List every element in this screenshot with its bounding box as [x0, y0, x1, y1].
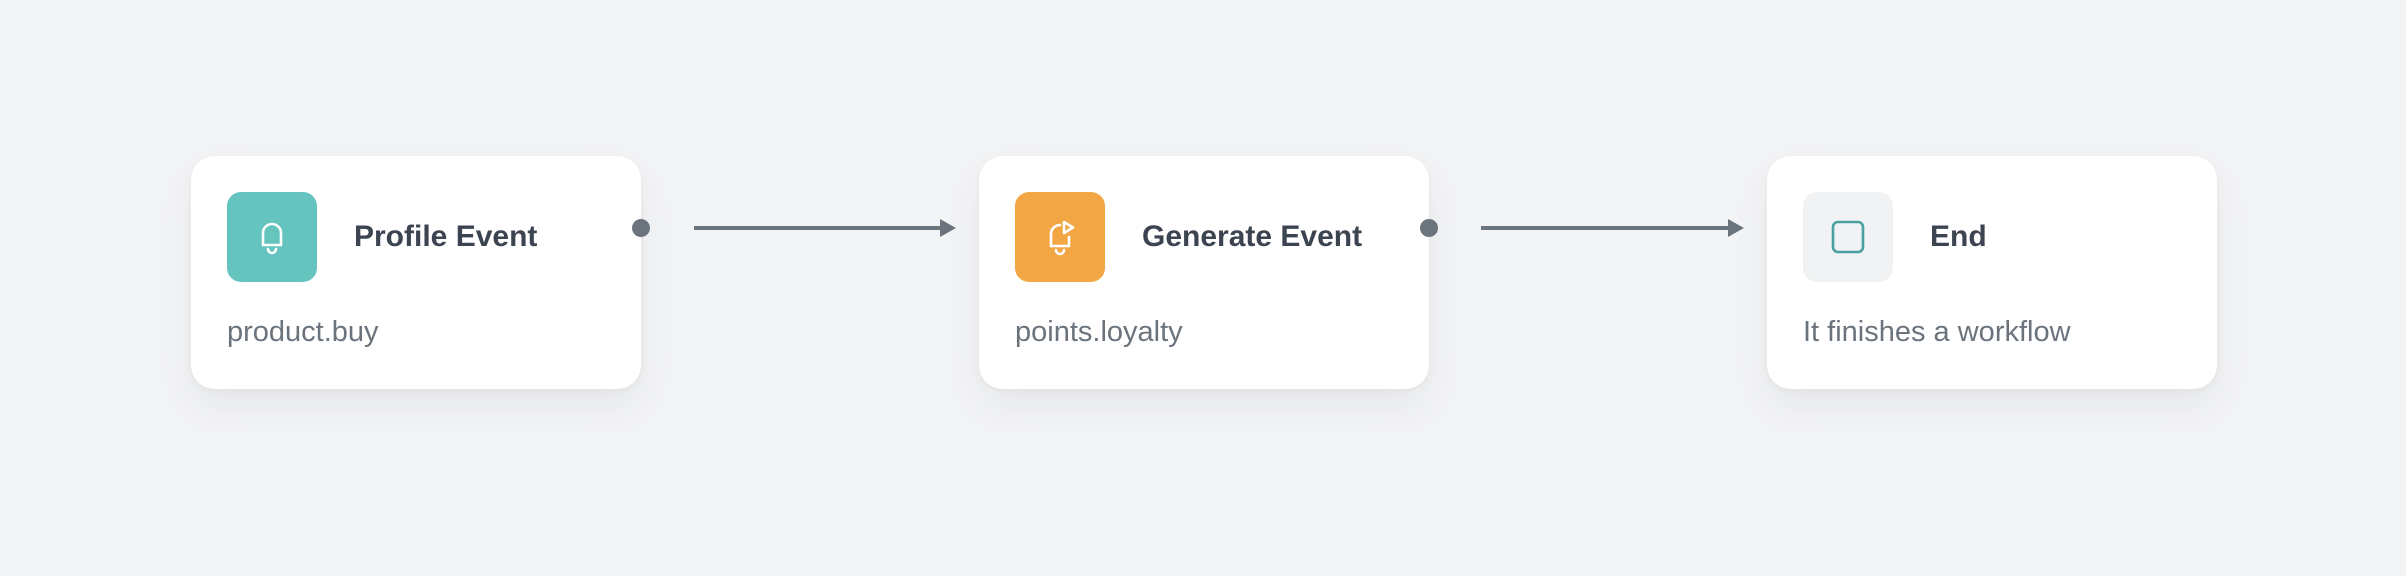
edge-profile-to-generate[interactable] [694, 219, 956, 237]
node-end[interactable]: End It finishes a workflow [1767, 156, 2217, 389]
node-subtitle: points.loyalty [1015, 316, 1183, 348]
stop-square-icon [1831, 220, 1865, 254]
node-subtitle: It finishes a workflow [1803, 316, 2071, 348]
arrowhead-icon [1728, 219, 1744, 237]
node-icon-tile [227, 192, 317, 282]
output-port[interactable] [632, 219, 650, 237]
bell-icon [261, 222, 283, 255]
node-icon-tile [1803, 192, 1893, 282]
node-subtitle: product.buy [227, 316, 379, 348]
arrowhead-icon [940, 219, 956, 237]
edge-generate-to-end[interactable] [1481, 219, 1744, 237]
node-generate-event[interactable]: Generate Event points.loyalty [979, 156, 1429, 389]
node-profile-event[interactable]: Profile Event product.buy [191, 156, 641, 389]
bell-play-icon [1049, 220, 1075, 256]
node-title: Generate Event [1142, 220, 1363, 253]
node-title: Profile Event [354, 220, 538, 253]
node-title: End [1930, 220, 1987, 253]
output-port[interactable] [1420, 219, 1438, 237]
node-icon-tile [1015, 192, 1105, 282]
